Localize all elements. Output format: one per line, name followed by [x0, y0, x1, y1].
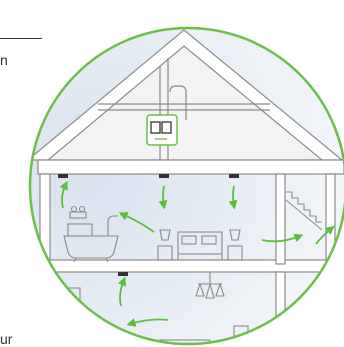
- ventilation-unit-icon: [147, 115, 177, 145]
